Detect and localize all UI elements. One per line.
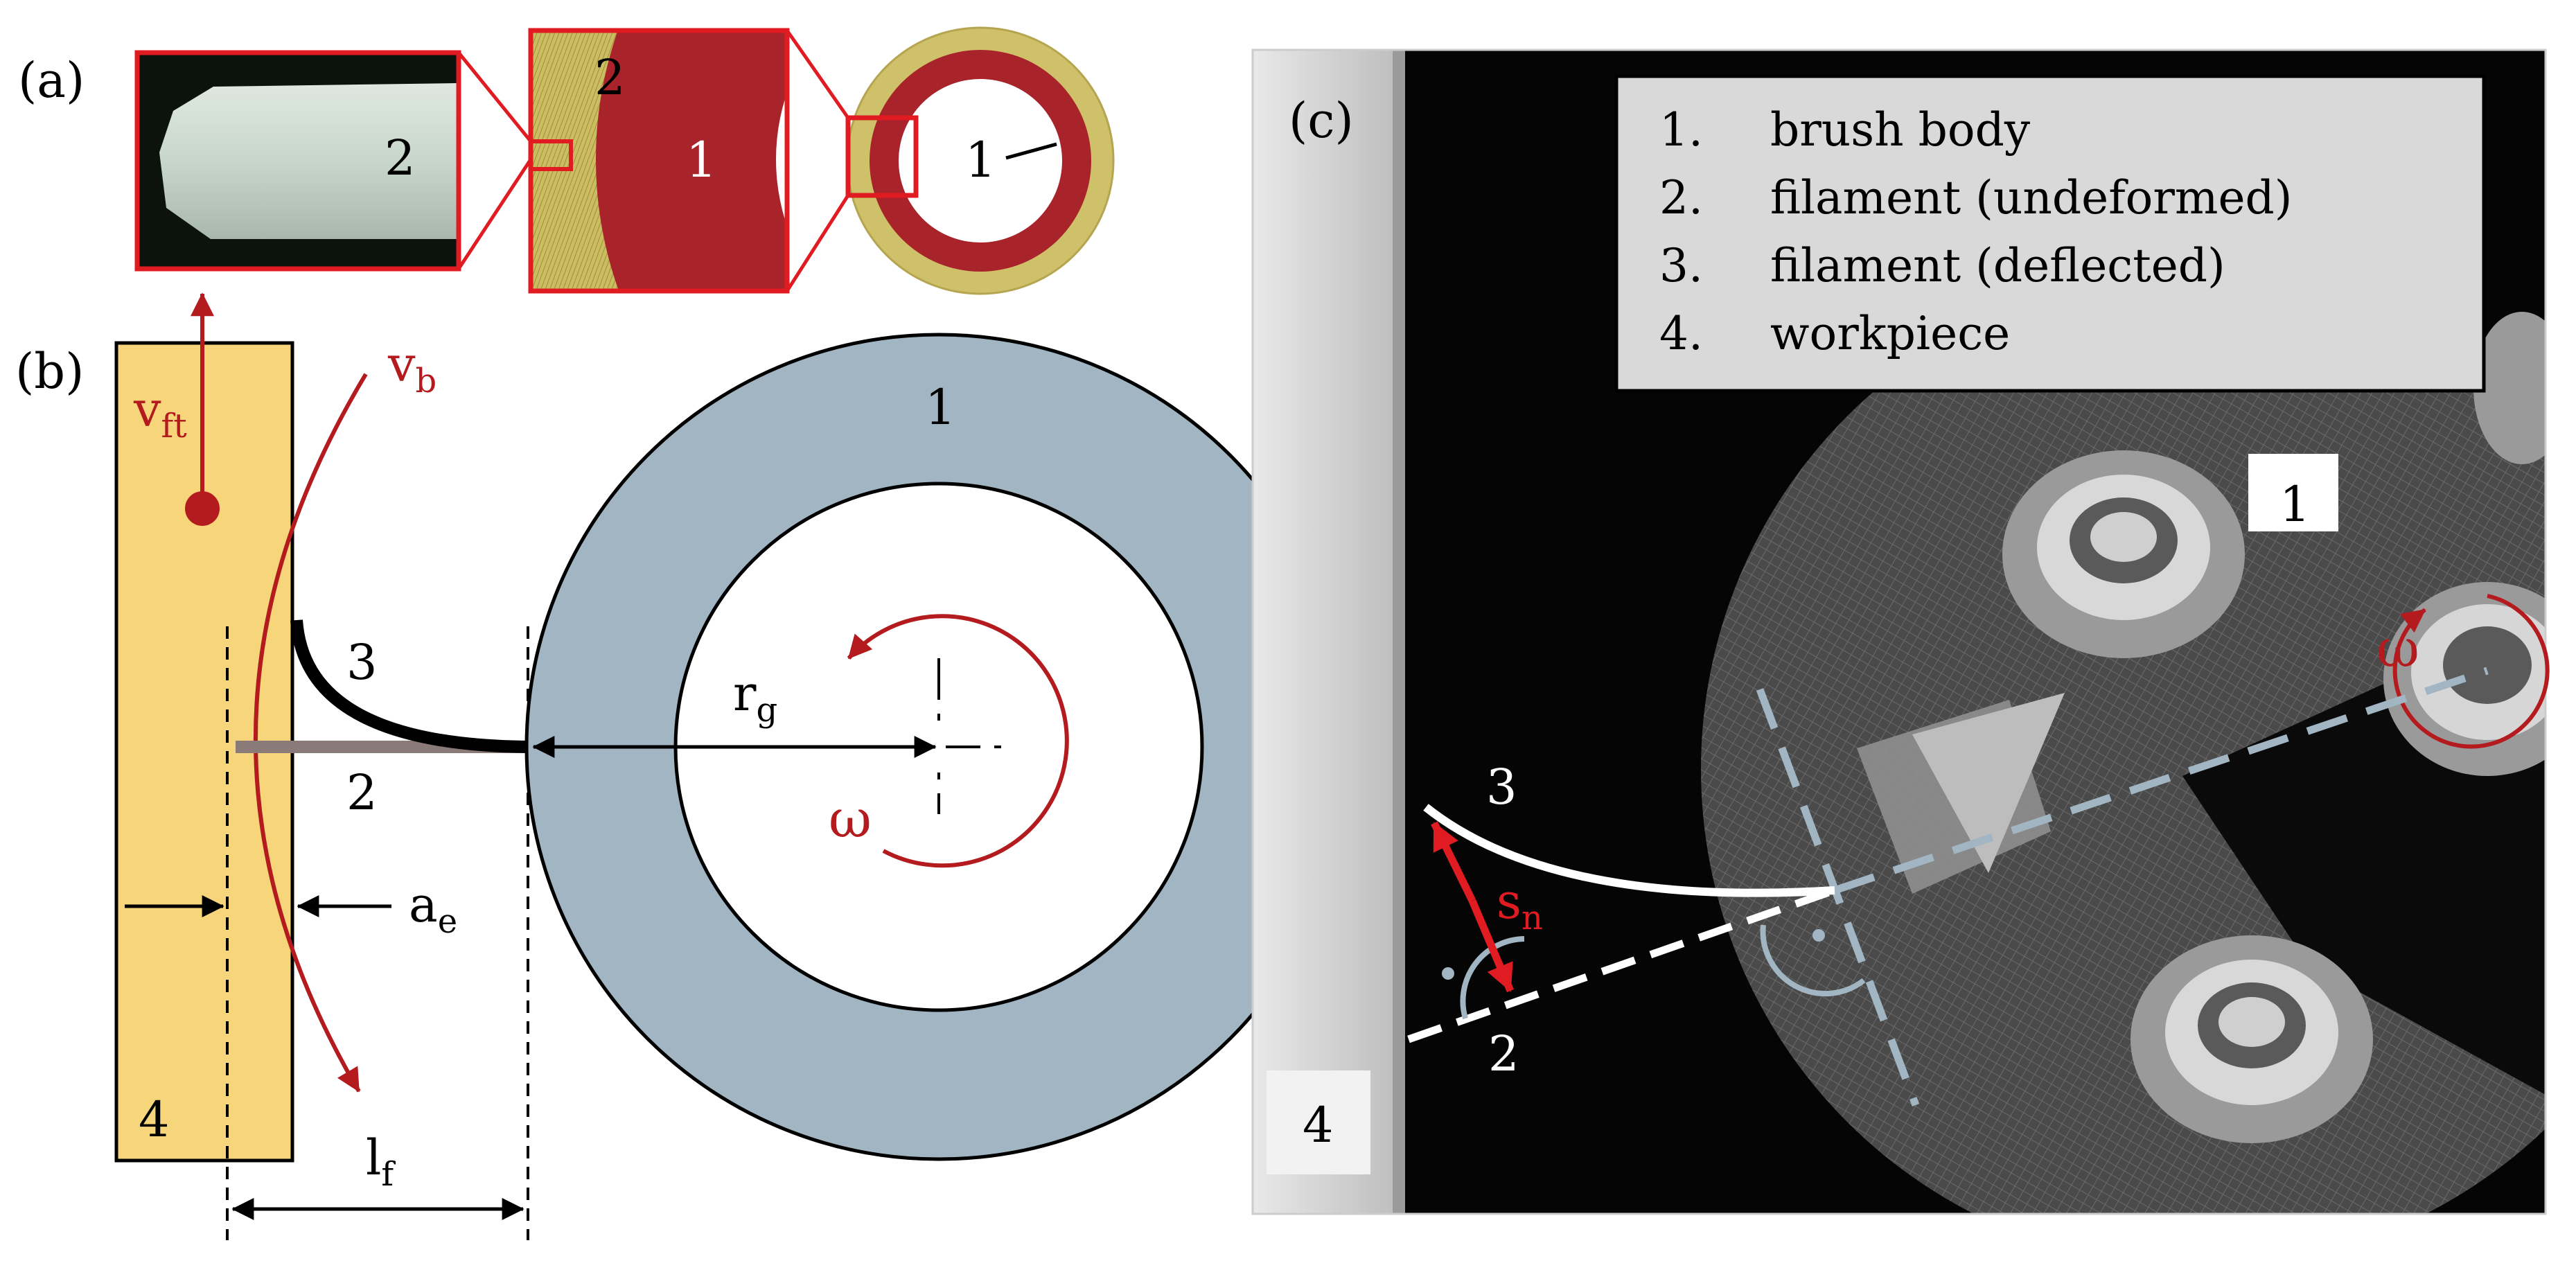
deflected-filament (290, 619, 529, 753)
grip-radius-dimension: rg (532, 665, 937, 758)
zoom1-filament-number: 2 (594, 49, 626, 106)
undeformed-filament-number: 2 (346, 764, 378, 821)
panel-c-label: (c) (1289, 92, 1354, 149)
workpiece-number: 4 (139, 1091, 170, 1148)
panel-a-label: (a) (18, 52, 85, 109)
panel-c: (c) 1. brush body 2. filament (undeformed) 3… (1251, 48, 2550, 1215)
center-mark (937, 658, 1001, 814)
zoom-connector-lines (457, 29, 850, 292)
legend-item-number: 4. (1659, 307, 1703, 360)
deflection-sn-arrow: sn (1431, 821, 1543, 993)
zoom2-filament-number: 2 (385, 130, 416, 186)
photo-fastener-bottom (2131, 935, 2373, 1143)
panel-b: (b) 4 vft vb 3 2 ae (15, 292, 1353, 1240)
legend-item-number: 2. (1659, 171, 1703, 224)
legend-item-number: 1. (1659, 103, 1703, 157)
filament-length-dimension: lf (231, 1129, 524, 1220)
photo-rotation-arrow: ω (2376, 594, 2550, 749)
r-g-label: rg (733, 665, 777, 730)
panel-a: (a) 2 2 1 (18, 26, 1115, 295)
l-f-label: lf (366, 1129, 396, 1194)
a-e-label: ae (409, 876, 457, 941)
legend-item-text: filament (deflected) (1770, 239, 2225, 292)
deflected-filament-number: 3 (346, 634, 378, 691)
filament-selection-box (529, 139, 573, 171)
photo-fastener-top-right (2473, 312, 2546, 464)
brush-body-number: 1 (925, 379, 956, 436)
rotation-arrow: ω (829, 614, 1069, 868)
photo-fastener-top (2002, 450, 2245, 658)
photo-omega-label: ω (2376, 617, 2419, 679)
v-ft-label: vft (133, 381, 187, 446)
photo-right-angle-markers (1442, 924, 1866, 1020)
whole-brush-photo: 1 (845, 26, 1115, 295)
photo-undeformed-number: 2 (1488, 1025, 1519, 1082)
s-n-label: sn (1497, 873, 1543, 937)
legend-item-text: filament (undeformed) (1770, 171, 2293, 224)
legend-box: 1. brush body 2. filament (undeformed) 3. fil… (1614, 74, 2486, 393)
omega-label: ω (829, 788, 872, 849)
brush-edge-zoom: 2 1 (528, 28, 790, 294)
photo-brush-body-number: 1 (2279, 476, 2311, 533)
engagement-depth-dimension: ae (125, 876, 457, 941)
photo-deflected-filament (1423, 804, 1835, 897)
feed-velocity-arrow: vft (133, 292, 220, 526)
v-b-label: vb (387, 336, 436, 400)
filament-tip-zoom: 2 (134, 50, 461, 272)
brush-body-number: 1 (965, 132, 996, 188)
photo-workpiece (1253, 50, 1405, 1214)
brush-body-ring (524, 333, 1353, 1161)
brush-edge-selection-box (845, 115, 919, 198)
panel-b-label: (b) (15, 343, 84, 400)
zoom1-body-number: 1 (686, 132, 717, 188)
photo-deflected-number: 3 (1486, 759, 1517, 815)
brush-velocity-arrow: vb (254, 336, 436, 1093)
legend-item-text: workpiece (1770, 307, 2010, 360)
legend-item-text: brush body (1770, 103, 2031, 157)
photo-workpiece-number: 4 (1303, 1097, 1334, 1154)
photo-construction-lines (1407, 667, 2489, 1106)
legend-item-number: 3. (1659, 239, 1703, 292)
